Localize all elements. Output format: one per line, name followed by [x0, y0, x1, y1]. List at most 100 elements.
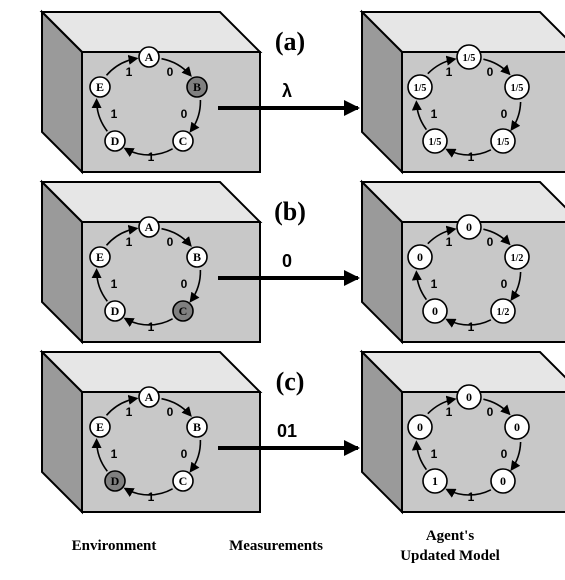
model-state-node: 1/2 — [504, 244, 530, 270]
environment-state-node: E — [89, 246, 111, 268]
transition-arrow — [161, 227, 192, 247]
model-state-node: 0 — [422, 298, 448, 324]
transition-label: 1 — [446, 235, 453, 249]
state-label: B — [193, 250, 201, 264]
state-label: B — [193, 80, 201, 94]
transition-label: 1 — [446, 405, 453, 419]
transition-arrow — [483, 228, 511, 246]
box-front-face — [81, 51, 261, 173]
transition-label: 1 — [468, 490, 475, 504]
transition-label: 0 — [167, 405, 174, 419]
model-state-node: 1 — [422, 468, 448, 494]
transition-arrow — [189, 439, 202, 473]
state-label: D — [111, 474, 120, 488]
state-label: 1 — [432, 474, 438, 488]
environment-state-node: C — [172, 300, 194, 322]
transition-label: 1 — [446, 65, 453, 79]
model-state-node: 1/5 — [504, 74, 530, 100]
box-front-face — [401, 391, 565, 513]
transition-arrow — [445, 148, 492, 158]
state-label: C — [179, 134, 188, 148]
state-circle — [490, 298, 516, 324]
environment-state-node: A — [138, 46, 160, 68]
state-circle — [422, 298, 448, 324]
model-state-node: 1/2 — [490, 298, 516, 324]
transition-arrow — [510, 101, 522, 132]
model-state-node: 1/5 — [407, 74, 433, 100]
transition-label: 1 — [431, 277, 438, 291]
state-circle — [172, 470, 194, 492]
state-label: A — [145, 390, 154, 404]
state-circle — [104, 300, 126, 322]
model-state-node: 1/5 — [490, 128, 516, 154]
transition-arrow — [427, 395, 457, 415]
state-label: 1/5 — [414, 83, 427, 94]
transition-arrow — [189, 99, 202, 133]
state-circle — [172, 130, 194, 152]
transition-label: 0 — [181, 277, 188, 291]
environment-state-node: E — [89, 76, 111, 98]
state-circle — [504, 414, 530, 440]
model-label-line1: Agent's — [425, 528, 475, 544]
transition-label: 1 — [431, 447, 438, 461]
state-circle — [456, 214, 482, 240]
transition-label: 1 — [468, 150, 475, 164]
state-circle — [456, 44, 482, 70]
box-front-face — [401, 51, 565, 173]
transition-label: 0 — [487, 405, 494, 419]
state-circle — [138, 46, 160, 68]
state-label: 1/2 — [497, 307, 510, 318]
transition-arrow — [427, 55, 457, 75]
state-label: 1/2 — [511, 253, 524, 264]
transition-arrow — [123, 487, 173, 497]
transition-label: 0 — [167, 65, 174, 79]
state-circle — [456, 384, 482, 410]
state-label: E — [96, 80, 104, 94]
transition-label: 1 — [431, 107, 438, 121]
state-circle — [407, 74, 433, 100]
model-box — [359, 179, 565, 345]
state-label: 0 — [417, 250, 423, 264]
state-label: 0 — [466, 220, 472, 234]
environment-box — [39, 179, 263, 345]
row-label: (a) — [275, 27, 305, 56]
state-circle — [407, 414, 433, 440]
environment-box — [39, 9, 263, 175]
state-circle — [89, 246, 111, 268]
environment-state-node: D — [104, 470, 126, 492]
transition-label: 1 — [468, 320, 475, 334]
transition-arrow — [91, 438, 108, 472]
environment-state-node: D — [104, 130, 126, 152]
measurement-text: 01 — [277, 421, 297, 441]
model-state-node: 0 — [504, 414, 530, 440]
model-box — [359, 9, 565, 175]
state-circle — [89, 416, 111, 438]
state-label: 0 — [500, 474, 506, 488]
state-circle — [422, 468, 448, 494]
state-circle — [138, 386, 160, 408]
state-circle — [407, 244, 433, 270]
state-circle — [504, 74, 530, 100]
transition-arrow — [105, 54, 139, 76]
box-front-face — [81, 221, 261, 343]
transition-arrow — [411, 270, 428, 301]
transition-arrow — [105, 394, 139, 416]
state-circle — [172, 300, 194, 322]
environment-state-node: D — [104, 300, 126, 322]
transition-arrow — [105, 224, 139, 246]
transition-arrow — [91, 98, 108, 132]
transition-arrow — [411, 440, 428, 471]
transition-arrow — [483, 398, 511, 416]
environment-state-node: B — [186, 76, 208, 98]
model-state-node: 1/5 — [456, 44, 482, 70]
state-circle — [490, 468, 516, 494]
state-circle — [490, 128, 516, 154]
state-label: 1/5 — [497, 137, 510, 148]
environment-state-node: C — [172, 130, 194, 152]
transition-label: 0 — [501, 277, 508, 291]
measurement-text: λ — [282, 81, 292, 101]
measurement-text: 0 — [282, 251, 292, 271]
